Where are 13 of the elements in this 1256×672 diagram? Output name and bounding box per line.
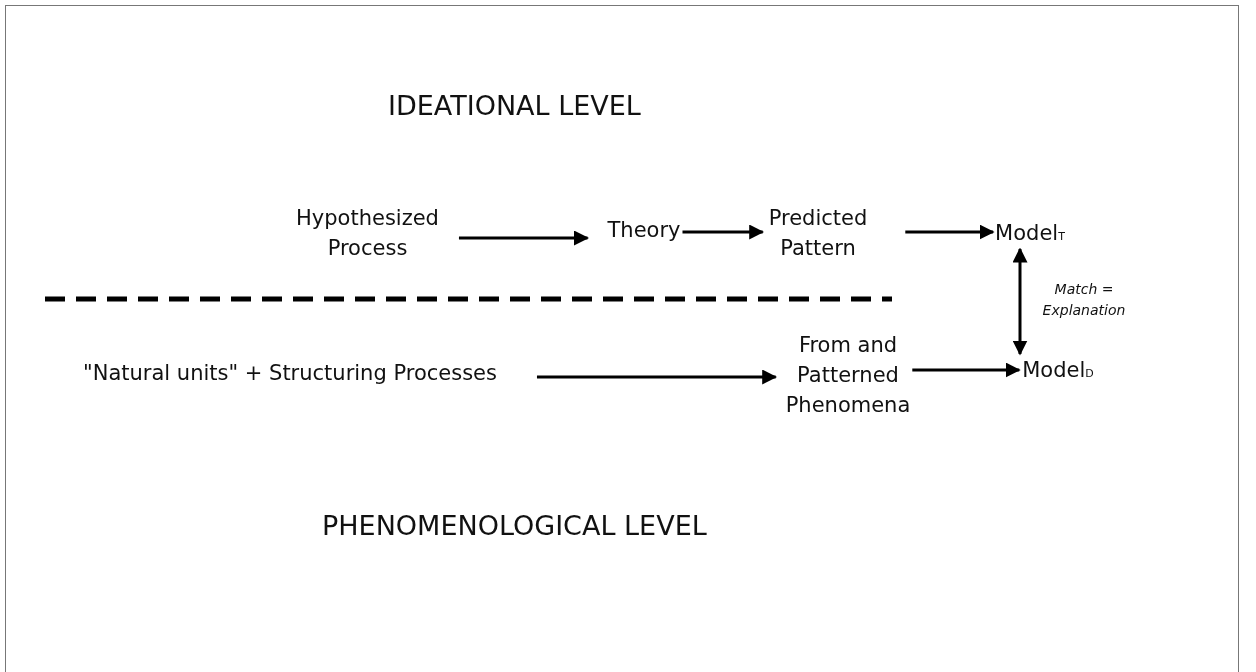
arrow [1012,247,1028,356]
arrow [682,224,765,240]
arrow [912,362,1021,378]
level-heading: IDEATIONAL LEVEL [388,90,641,121]
arrow [458,230,589,246]
arrow [536,369,778,385]
node-text: "Natural units" + Structuring Processes [30,358,550,388]
level-heading: PHENOMENOLOGICAL LEVEL [322,510,707,541]
node-text: Theory [598,215,690,245]
node-text: Predicted Pattern [762,203,874,263]
arrow [905,224,995,240]
node-text: Hypothesized Process [280,203,455,263]
node-text: From and Patterned Phenomena [758,330,938,420]
